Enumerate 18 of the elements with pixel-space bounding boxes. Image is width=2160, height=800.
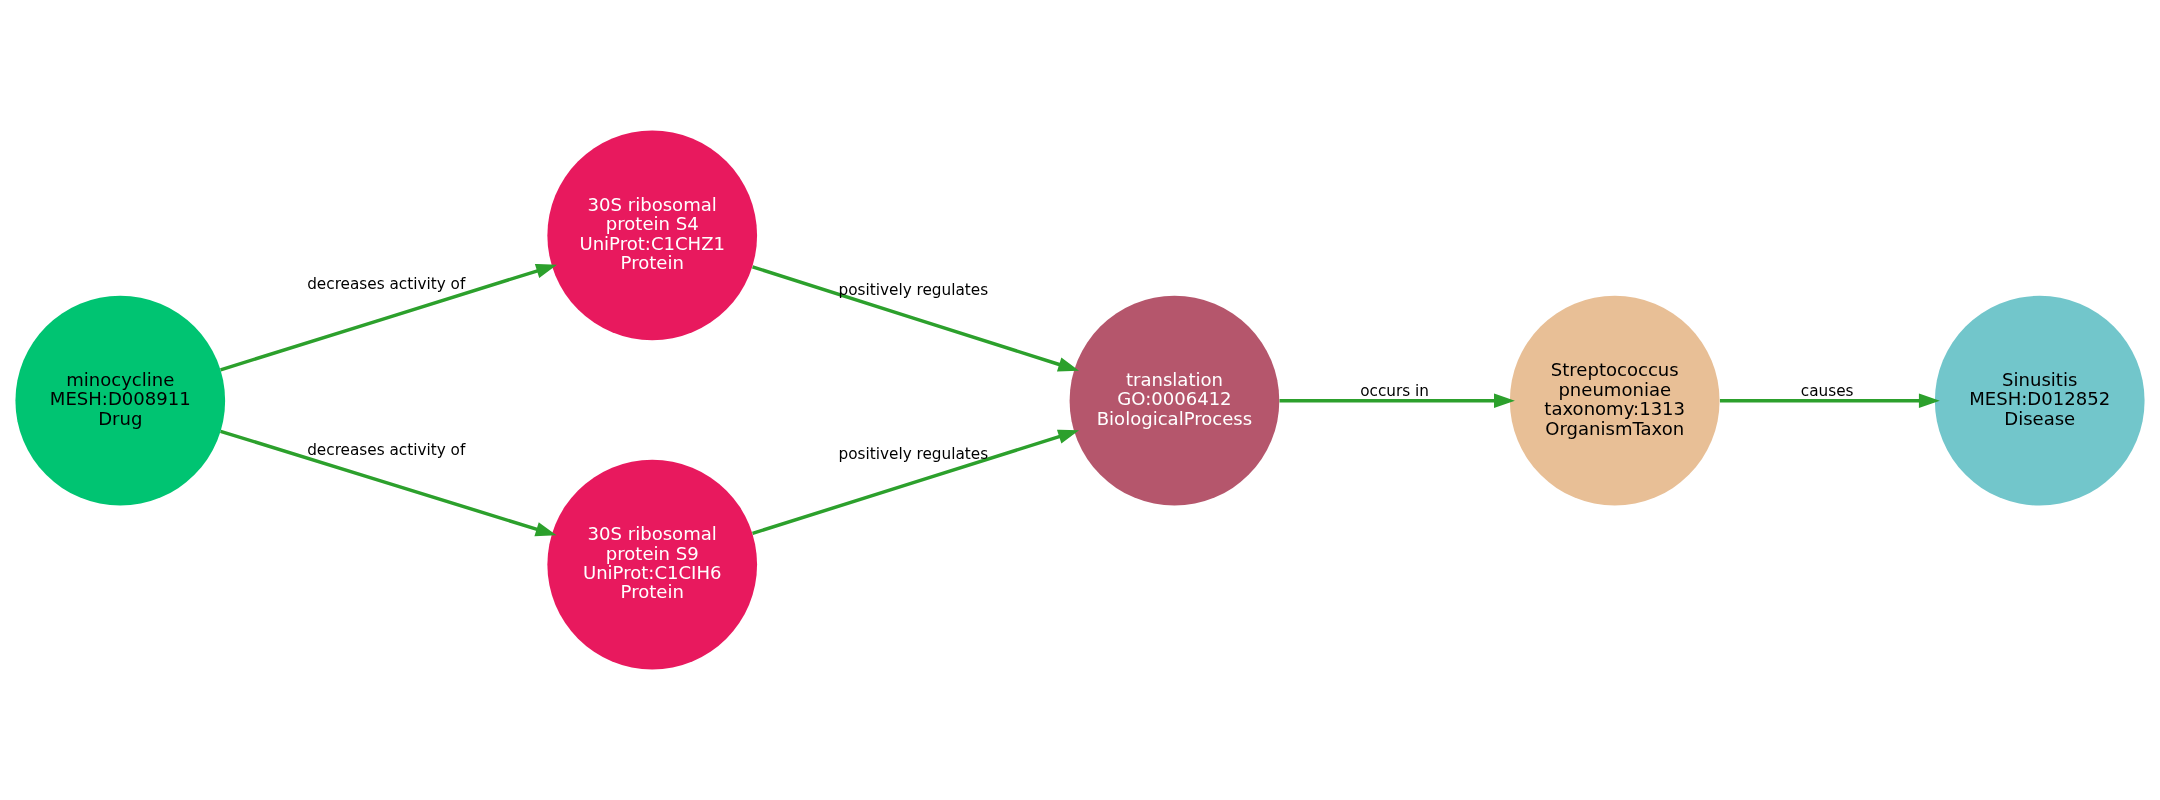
edge-label: causes [1800,382,1854,401]
edge-label: positively regulates [838,444,989,463]
node-circle: Sinusitis MESH:D012852 Disease [1934,295,2145,506]
node-circle: minocycline MESH:D008911 Drug [15,295,226,506]
arrow [220,264,557,372]
node-circle: translation GO:0006412 BiologicalProcess [1069,295,1280,506]
edge-label: decreases activity of [307,275,466,294]
arrow [1279,393,1515,408]
node-circle: 30S ribosomal protein S9 UniProt:C1CIH6 Protein [547,459,758,670]
arrow [220,429,557,537]
arrow [752,265,1080,372]
arrow [752,429,1080,536]
edge-label: positively regulates [838,280,989,299]
edge-label: occurs in [1360,382,1429,401]
node-circle: 30S ribosomal protein S4 UniProt:C1CHZ1 Protein [547,130,758,341]
edge-label: decreases activity of [307,440,466,459]
arrow [1719,393,1940,408]
node-circle: Streptococcus pneumoniae taxonomy:1313 OrganismTaxon [1509,295,1720,506]
